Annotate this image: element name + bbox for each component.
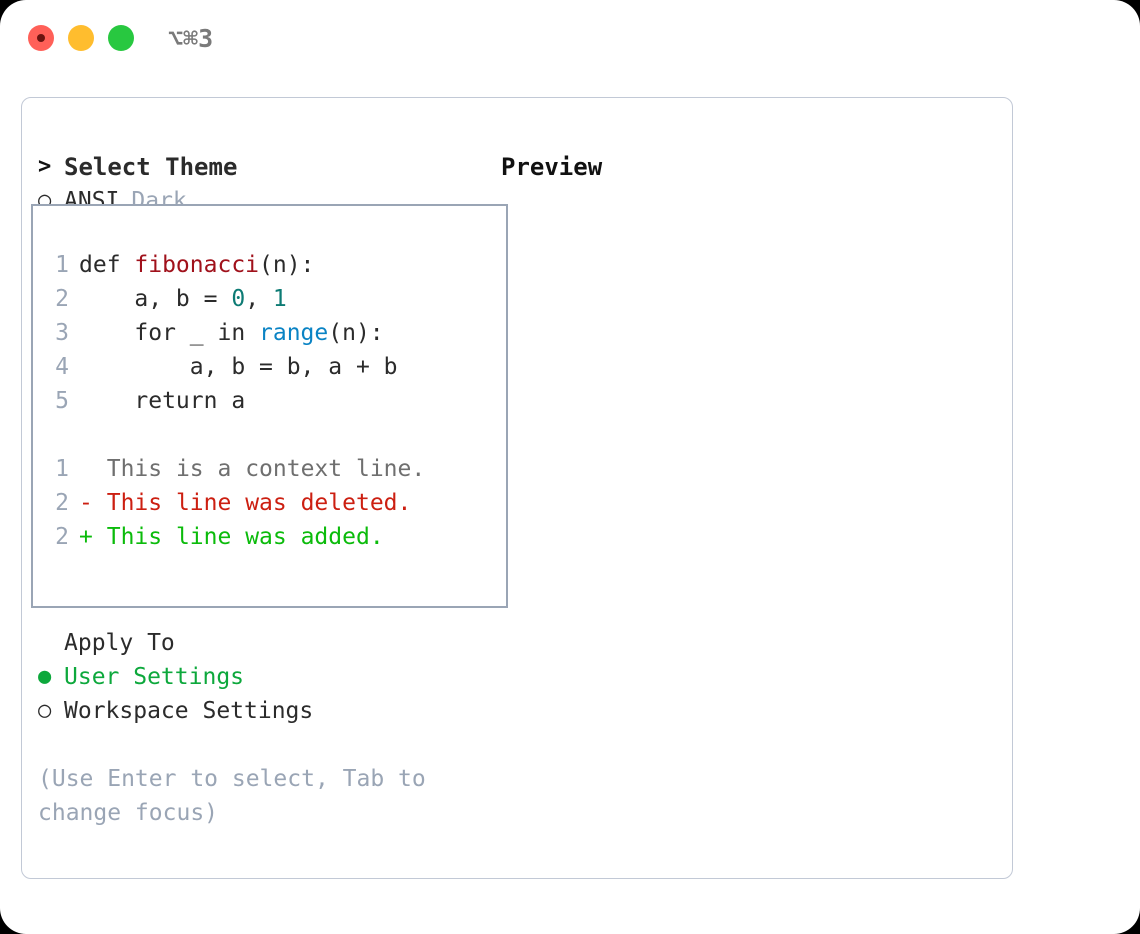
code-diff-gap [45,418,500,452]
code-token: fibonacci [134,252,260,278]
code-token: def [79,252,135,278]
select-theme-heading: > Select Theme [38,150,498,184]
diff-line: 2 + This line was added. [45,520,500,554]
preview-column: Preview [501,150,1001,184]
diff-spacer [93,490,107,516]
diff-sample-block: 1 This is a context line.2- This line wa… [45,452,500,554]
maximize-button[interactable] [108,25,134,51]
apply-to-heading: Apply To [38,626,498,660]
code-token: range [259,320,329,346]
diff-line-number: 1 [55,456,69,482]
window-controls [28,25,134,51]
keyboard-shortcut-label: ⌥⌘3 [168,24,214,53]
code-line: 5 return a [45,384,500,418]
diff-line: 2- This line was deleted. [45,486,500,520]
diff-text: This is a context line. [106,456,426,482]
apply-to-list: ● User Settings ○ Workspace Settings [38,660,498,728]
diff-sign: + [79,524,93,550]
code-line: 2 a, b = 0, 1 [45,282,500,316]
code-token: a, b = [79,286,232,312]
code-line-number: 1 [55,252,69,278]
code-token: 1 [272,286,287,312]
minimize-button[interactable] [68,25,94,51]
code-line: 4 a, b = b, a + b [45,350,500,384]
apply-to-option-workspace-settings[interactable]: ○ Workspace Settings [38,694,498,728]
diff-text: This line was deleted. [106,490,412,516]
code-line-number: 4 [55,354,69,380]
diff-sign: - [79,490,93,516]
code-token: , [245,286,273,312]
code-line: 3 for _ in range(n): [45,316,500,350]
apply-to-title: Apply To [64,630,175,656]
title-bar: ⌥⌘3 [0,0,1140,78]
diff-line-number: 2 [55,524,69,550]
code-token: for _ in [79,320,260,346]
code-token: a, b = b, a + b [79,354,398,380]
code-line: 1 def fibonacci(n): [45,248,500,282]
code-line-number: 2 [55,286,69,312]
prompt-caret-icon: > [38,154,52,179]
preview-heading: Preview [501,153,603,181]
code-token: (n): [328,320,384,346]
code-token: return a [79,388,246,414]
select-theme-title: Select Theme [64,153,238,181]
code-token: (n): [259,252,315,278]
diff-text: This line was added. [106,524,384,550]
apply-to-option-user-settings[interactable]: ● User Settings [38,660,498,694]
radio-unselected-icon: ○ [38,698,52,723]
diff-spacer [93,456,107,482]
radio-selected-icon: ● [38,664,52,689]
apply-to-option-label: User Settings [64,664,245,690]
close-button[interactable] [28,25,54,51]
code-line-number: 5 [55,388,69,414]
diff-line: 1 This is a context line. [45,452,500,486]
diff-spacer [93,524,107,550]
code-line-number: 3 [55,320,69,346]
diff-line-number: 2 [55,490,69,516]
diff-sign [79,456,93,482]
code-token: 0 [231,286,246,312]
apply-to-option-label: Workspace Settings [64,698,314,724]
keyboard-hint-text: (Use Enter to select, Tab to change focu… [38,766,426,826]
